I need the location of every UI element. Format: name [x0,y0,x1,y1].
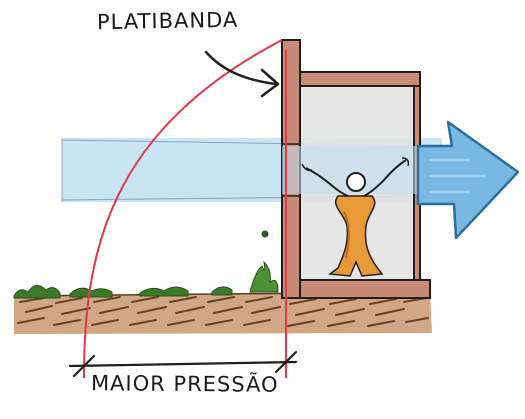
grass [13,230,279,299]
person-figure-icon [301,157,410,277]
pointer-arrow [204,50,280,98]
parapet-label: PLATIBANDA [96,7,239,35]
pressure-arcs [83,39,288,379]
ground [13,291,432,334]
dimension-line [68,350,298,378]
pressure-label: MAIOR PRESSÃO [90,371,279,397]
arrow-right-icon [416,120,520,240]
